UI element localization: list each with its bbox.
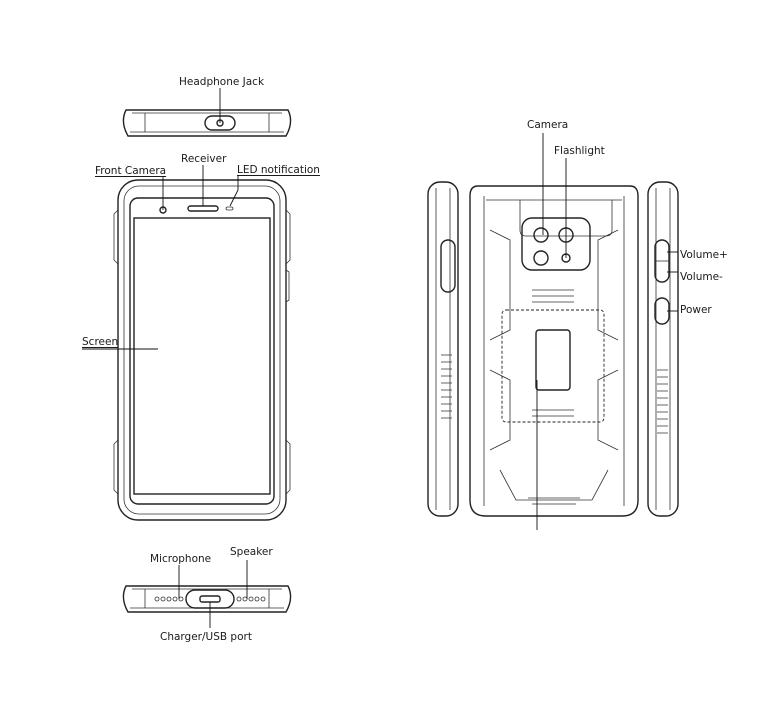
usb-port	[200, 596, 220, 602]
camera-lens-1	[534, 228, 548, 242]
phone-bottom-view	[123, 586, 290, 612]
label-front-camera: Front Camera	[95, 166, 166, 177]
phone-back-view	[470, 186, 638, 516]
back-clip	[536, 330, 570, 390]
label-camera: Camera	[527, 120, 568, 131]
phone-front-view	[114, 180, 290, 520]
label-screen: Screen	[82, 337, 118, 348]
label-speaker: Speaker	[230, 547, 273, 558]
camera-lens-3	[534, 251, 548, 265]
camera-module	[522, 218, 590, 270]
label-microphone: Microphone	[150, 554, 211, 565]
receiver-grille	[188, 206, 218, 211]
led-notification-light	[226, 207, 233, 210]
left-side-button	[441, 240, 455, 292]
label-charger-usb-port: Charger/USB port	[160, 632, 252, 643]
label-power: Power	[680, 305, 712, 316]
label-receiver: Receiver	[181, 154, 226, 165]
label-volume-down: Volume-	[680, 272, 723, 283]
power-button	[655, 298, 669, 324]
leader-lines	[82, 88, 678, 628]
accessory-area	[502, 310, 604, 422]
label-led-notification: LED notification	[237, 165, 320, 176]
phone-top-view	[123, 110, 290, 136]
front-screen	[134, 218, 270, 494]
label-volume-up: Volume+	[680, 250, 728, 261]
phone-left-side-view	[428, 182, 458, 516]
speaker-holes	[237, 597, 265, 601]
phone-right-side-view	[648, 182, 678, 516]
label-headphone-jack: Headphone Jack	[179, 77, 264, 88]
label-flashlight: Flashlight	[554, 146, 605, 157]
